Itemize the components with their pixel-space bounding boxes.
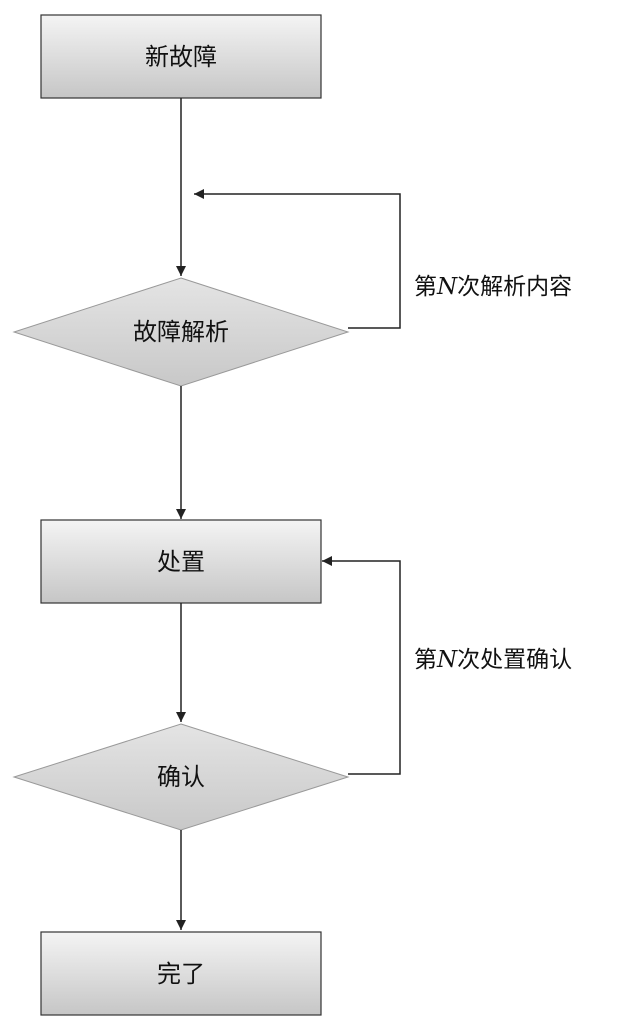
new-fault-label: 新故障 [145,43,217,71]
confirm-node: 确认 [12,723,350,831]
disposal-loop-suffix: 次处置确认 [457,647,572,673]
confirm-label: 确认 [157,763,205,791]
disposal-node: 处置 [40,519,322,604]
disposal-loop-prefix: 第 [414,647,437,673]
fault-analysis-node: 故障解析 [12,277,350,387]
analysis-loop-label: 第N次解析内容 [414,274,572,300]
end-label: 完了 [157,960,205,988]
end-node: 完了 [40,931,322,1016]
analysis-loop-edge [194,189,401,329]
disposal-label: 处置 [157,548,205,576]
fault-analysis-label: 故障解析 [133,318,229,346]
disposal-loop-var: N [436,647,458,673]
disposal-loop-label: 第N次处置确认 [414,647,572,673]
disposal-loop-edge [322,556,401,775]
analysis-loop-suffix: 次解析内容 [457,274,572,300]
new-fault-node: 新故障 [40,14,322,99]
analysis-loop-prefix: 第 [414,274,437,300]
analysis-loop-var: N [436,274,458,300]
